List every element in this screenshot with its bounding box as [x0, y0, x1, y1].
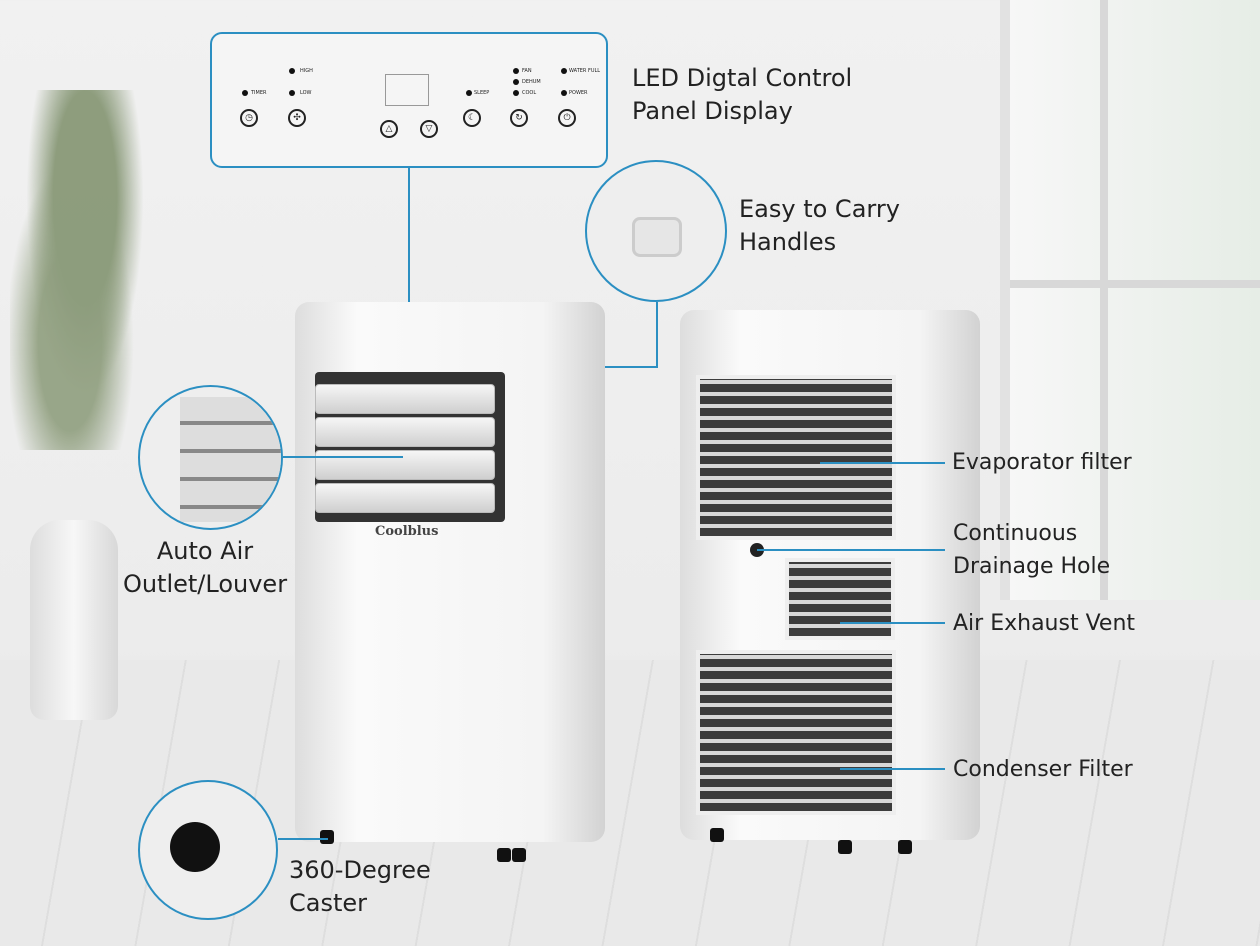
caster-leader-line: [278, 838, 328, 840]
panel-leader-line: [408, 168, 410, 328]
condenser-leader-line: [840, 768, 945, 770]
led-display: [385, 74, 429, 106]
indicator-dehum: DEHUM: [522, 79, 541, 85]
louver-closeup: [138, 385, 283, 530]
callout-evaporator: Evaporator filter: [952, 450, 1132, 475]
down-arrow-icon[interactable]: ▽: [420, 120, 438, 138]
caster-closeup: [138, 780, 278, 920]
indicator-low: LOW: [300, 90, 312, 96]
drainage-leader-line: [757, 549, 945, 551]
power-icon[interactable]: ⏻: [558, 109, 576, 127]
indicator-power: POWER: [569, 90, 588, 96]
window: [1000, 0, 1260, 600]
callout-drainage: Continuous Drainage Hole: [953, 521, 1111, 579]
indicator-cool: COOL: [522, 90, 537, 96]
callout-exhaust: Air Exhaust Vent: [953, 611, 1136, 636]
rear-unit: [680, 310, 980, 840]
indicator-high: HIGH: [300, 68, 313, 74]
callout-louver: Auto Air Outlet/Louver: [122, 537, 288, 598]
handle-leader-line-h: [575, 366, 658, 368]
callout-handles: Easy to Carry Handles: [739, 195, 900, 256]
mode-icon[interactable]: ↻: [510, 109, 528, 127]
up-arrow-icon[interactable]: △: [380, 120, 398, 138]
evaporator-leader-line: [820, 462, 945, 464]
timer-icon[interactable]: ◷: [240, 109, 258, 127]
louver-leader-line: [283, 456, 403, 458]
indicator-timer: TIMER: [251, 90, 267, 96]
plant-foliage: [10, 90, 160, 450]
fan-icon[interactable]: ✣: [288, 109, 306, 127]
exhaust-vent: [785, 558, 895, 640]
front-unit: Coolblus: [295, 302, 605, 842]
handle-leader-line: [656, 302, 658, 368]
condenser-grille: [696, 650, 896, 815]
sleep-icon[interactable]: ☾: [463, 109, 481, 127]
brand-logo: Coolblus: [375, 524, 439, 539]
plant-pot: [30, 520, 118, 720]
exhaust-leader-line: [840, 622, 945, 624]
callout-caster: 360-Degree Caster: [289, 856, 431, 917]
evaporator-grille: [696, 375, 896, 540]
indicator-water-full: WATER FULL: [569, 68, 601, 74]
control-panel-closeup: TIMER HIGH LOW SLEEP FAN DEHUM COOL WATE…: [210, 32, 608, 168]
callout-led-panel: LED Digtal Control Panel Display: [632, 64, 853, 125]
handle-closeup: [585, 160, 727, 302]
indicator-sleep: SLEEP: [474, 90, 490, 96]
indicator-fan: FAN: [522, 68, 532, 74]
callout-condenser: Condenser Filter: [953, 757, 1133, 782]
